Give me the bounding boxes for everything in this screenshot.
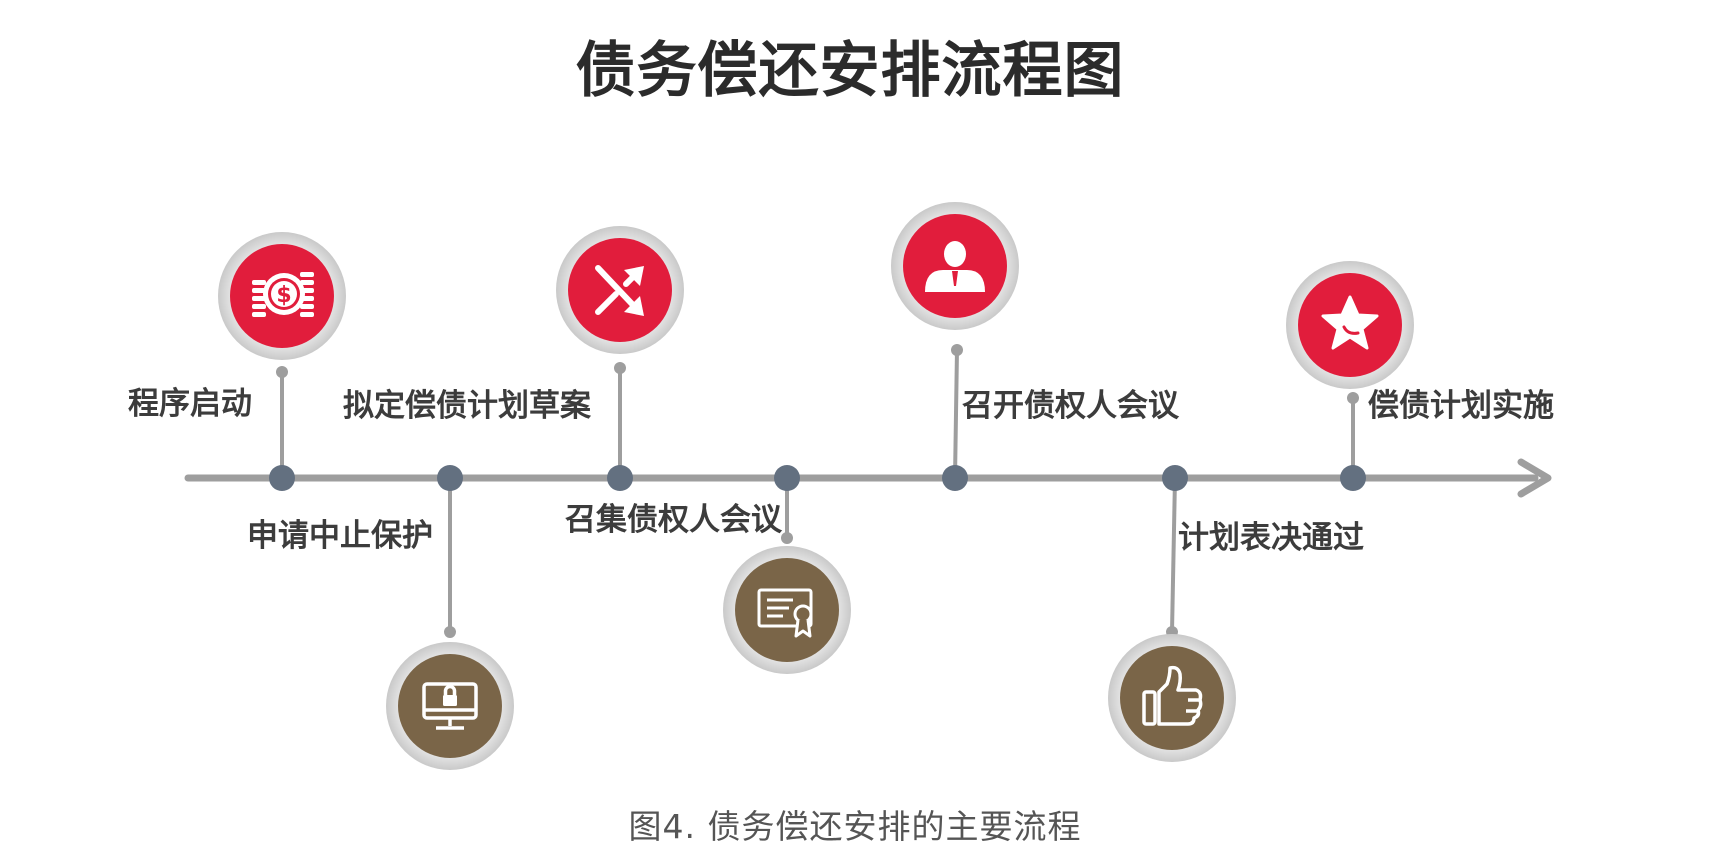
thumbs-up-icon [1142,665,1203,726]
connector-dot-5 [951,344,963,356]
axis-node-6 [1162,465,1188,491]
step-4-badge [723,546,851,674]
connector-6 [1170,477,1177,633]
coins-dollar-icon: $ [252,272,314,317]
step-label-4: 召集债权人会议 [565,502,783,538]
timeline-arrowhead [1517,458,1552,498]
step-1-badge: $ [218,232,346,360]
step-label-3: 拟定偿债计划草案 [343,388,592,424]
person-icon [925,241,985,292]
connector-5 [953,349,959,479]
step-label-2: 申请中止保护 [247,518,433,554]
axis-node-5 [942,465,968,491]
connector-dot-2 [444,626,456,638]
page-title: 债务偿还安排流程图 [575,36,1125,106]
connector-lines [280,349,1355,633]
step-6-badge [1108,634,1236,762]
step-3-badge [556,226,684,354]
axis-node-3 [607,465,633,491]
axis-node-7 [1340,465,1366,491]
axis-nodes [269,465,1366,491]
figure-caption: 图4. 债务偿还安排的主要流程 [628,807,1082,846]
connector-dot-7 [1347,392,1359,404]
axis-node-1 [269,465,295,491]
step-5-badge [891,202,1019,330]
connector-dot-1 [276,366,288,378]
step-label-7: 偿债计划实施 [1368,388,1554,424]
computer-lock-icon [422,682,478,730]
step-2-badge [386,642,514,770]
step-7-badge [1286,261,1414,389]
axis-node-4 [774,465,800,491]
step-label-6: 计划表决通过 [1178,520,1364,556]
step-label-1: 程序启动 [128,386,252,422]
connector-dot-3 [614,362,626,374]
axis-node-2 [437,465,463,491]
connector-dot-4 [781,532,793,544]
svg-text:$: $ [276,283,291,308]
shuffle-arrows-icon [595,265,644,316]
star-icon [1321,295,1379,350]
certificate-icon [757,588,813,638]
step-label-5: 召开债权人会议 [962,388,1180,424]
